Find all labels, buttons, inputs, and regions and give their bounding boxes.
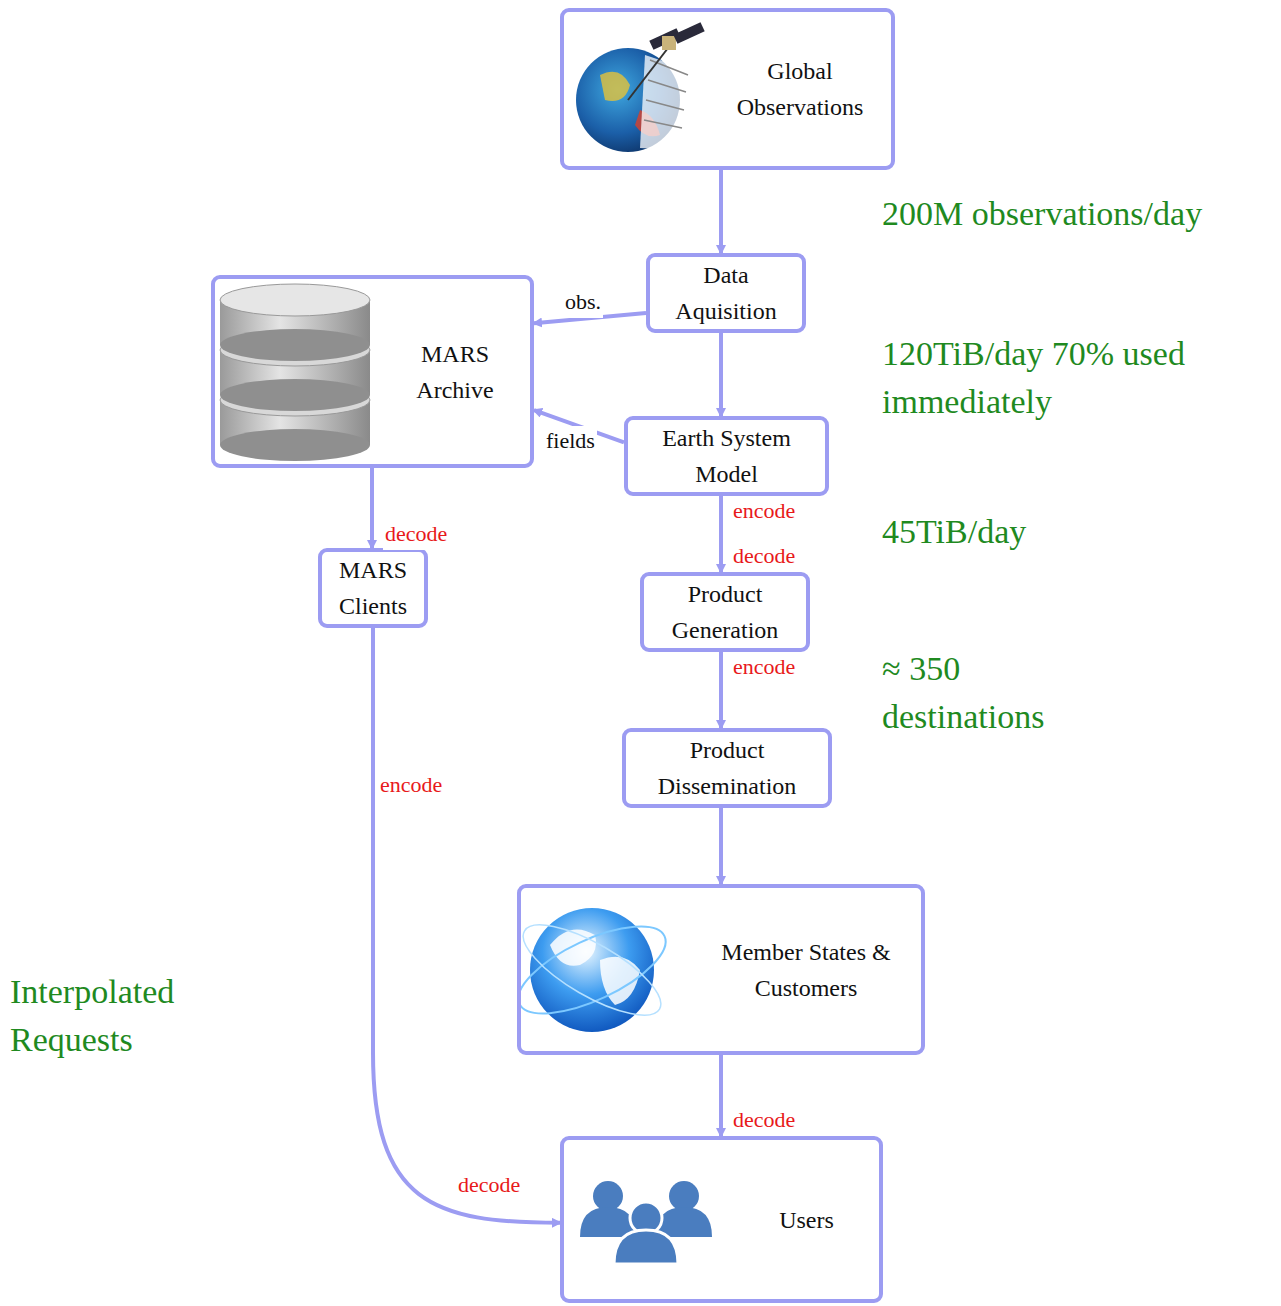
volume-note: 45TiB/day [882,508,1182,556]
node-label: Users [779,1202,834,1238]
rate-note: 200M observations/day [882,190,1277,238]
process-box: Product Dissemination [622,728,832,808]
edge-label: fields [544,426,597,457]
connector-arrow [719,652,723,728]
codec-label: decode [731,541,797,572]
requests-note: Interpolated Requests [10,968,240,1063]
database-icon [220,284,370,461]
node-label: Data Aquisition [656,257,796,329]
node-label: Global Observations [715,53,885,125]
process-box: MARS Clients [318,548,428,628]
customers-box: Member States & Customers [517,884,925,1055]
process-box: Product Generation [640,572,810,652]
edge-label: encode [731,496,797,527]
users-icon [580,1181,712,1264]
process-box: Earth System Model [624,416,829,496]
codec-label: decode [456,1170,522,1201]
node-label: Earth System Model [634,420,819,492]
node-label: Product Dissemination [632,732,822,804]
connector-arrow [370,468,374,548]
connector-arrow [373,628,560,1223]
volume-note: 120TiB/day 70% used immediately [882,330,1267,425]
connector-arrow [719,333,723,416]
process-box: Data Aquisition [646,253,806,333]
globe-icon [507,908,677,1032]
node-label: Product Generation [650,576,800,648]
connector-arrow [719,496,723,572]
archive-box: MARS Archive [211,275,534,468]
observations-box: Global Observations [560,8,895,170]
node-label: MARS Clients [328,552,418,624]
edge-label: decode [731,1105,797,1136]
node-label: MARS Archive [390,336,520,408]
connector-arrow [719,1055,723,1136]
connector-arrow [719,808,723,884]
destinations-note: ≈ 350 destinations [882,645,1097,740]
edge-label: obs. [563,287,603,318]
users-box: Users [560,1136,883,1303]
node-label: Member States & Customers [699,934,914,1006]
edge-label: encode [378,770,444,801]
satellite-earth [576,22,705,152]
edge-label: encode [731,652,797,683]
connector-arrow [719,170,723,253]
edge-label: decode [383,519,449,550]
